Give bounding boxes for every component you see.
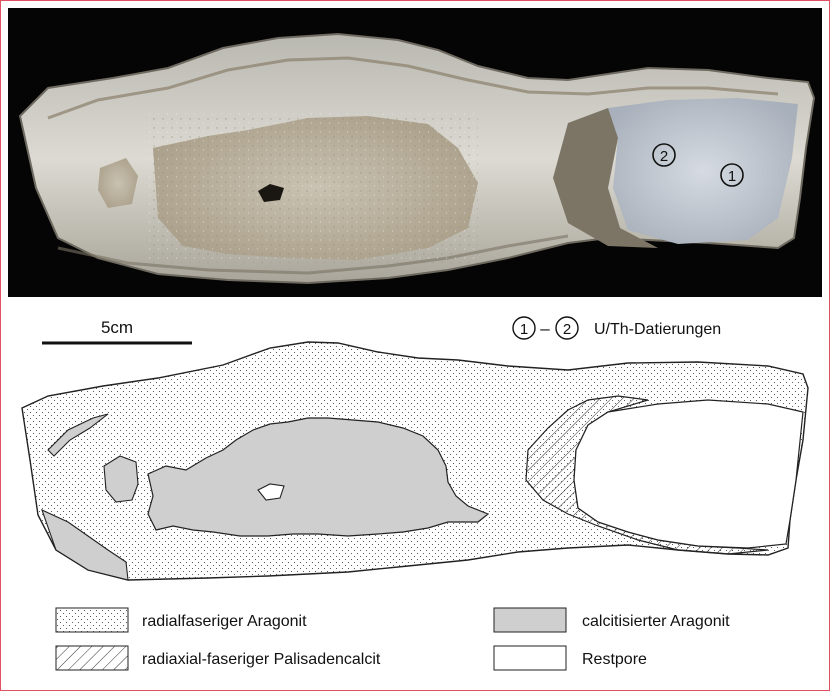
legend-label: radialfaseriger Aragonit xyxy=(142,613,307,630)
dating-key: 1 – 2 U/Th-Datierungen xyxy=(513,317,721,339)
legend-label: radiaxial-faseriger Palisadencalcit xyxy=(142,651,381,668)
svg-text:1: 1 xyxy=(728,168,736,185)
svg-text:2: 2 xyxy=(660,148,668,165)
legend-item-radial-aragonite: radialfaseriger Aragonit xyxy=(56,608,307,632)
scale-bar: 5cm xyxy=(42,318,192,343)
legend-swatch-blank xyxy=(494,646,566,670)
dating-label: U/Th-Datierungen xyxy=(594,321,721,338)
legend-item-calcitized-aragonite: calcitisierter Aragonit xyxy=(494,608,730,632)
legend-item-restpore: Restpore xyxy=(494,646,647,670)
legend-swatch-dots xyxy=(56,608,128,632)
sample-photograph: 2 1 xyxy=(8,8,822,297)
legend-item-palisade-calcite: radiaxial-faseriger Palisadencalcit xyxy=(56,646,381,670)
interpretive-drawing: 5cm 1 – 2 U/Th-Datierungen radialfaserig… xyxy=(8,300,822,680)
legend: radialfaseriger Aragonit calcitisierter … xyxy=(56,608,730,670)
legend-swatch-hatch xyxy=(56,646,128,670)
legend-label: calcitisierter Aragonit xyxy=(582,613,730,630)
dating-dash: – xyxy=(540,319,550,338)
crystal-texture xyxy=(148,113,478,263)
dating-marker-end: 2 xyxy=(563,321,571,338)
scale-bar-label: 5cm xyxy=(101,318,133,337)
restpore xyxy=(574,400,803,548)
dating-marker-start: 1 xyxy=(520,321,528,338)
restpore-photo xyxy=(608,98,798,244)
legend-swatch-gray xyxy=(494,608,566,632)
legend-label: Restpore xyxy=(582,651,647,668)
